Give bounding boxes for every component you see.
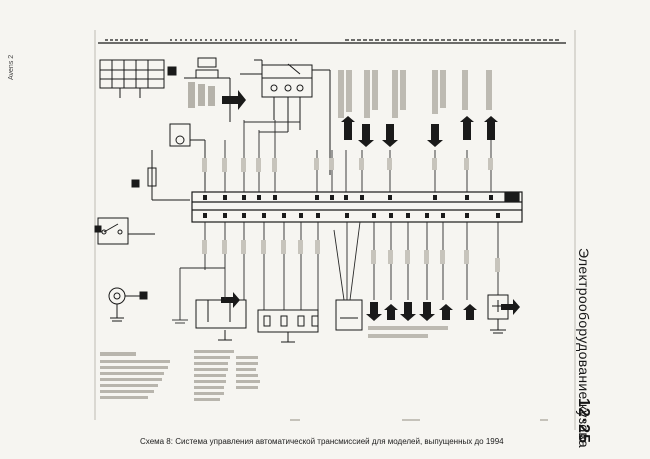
destination-labels (338, 70, 492, 118)
top-border (98, 39, 566, 44)
scan-noise (94, 30, 576, 430)
switch-assembly (240, 59, 331, 175)
wire-labels-lower (202, 240, 500, 272)
connector-pins (203, 195, 500, 218)
solenoid-group (195, 299, 363, 343)
gauge-left (108, 287, 148, 322)
legend-block (100, 350, 260, 401)
switch-left (94, 217, 155, 245)
wire-labels-upper (202, 158, 493, 172)
side-label-left: Avens 2 (8, 54, 15, 80)
ecu-label (368, 326, 448, 338)
arrow-tags-lower (366, 302, 477, 321)
figure-caption: Схема 8: Система управления автоматическ… (140, 437, 504, 446)
arrow-tags-upper (341, 116, 498, 147)
ecu-connector (191, 191, 523, 223)
relay-block (99, 59, 177, 98)
ground-device (487, 294, 509, 334)
sensor-left (131, 123, 206, 201)
page-number: 12·25 (575, 398, 592, 444)
text-blocks (188, 82, 215, 108)
